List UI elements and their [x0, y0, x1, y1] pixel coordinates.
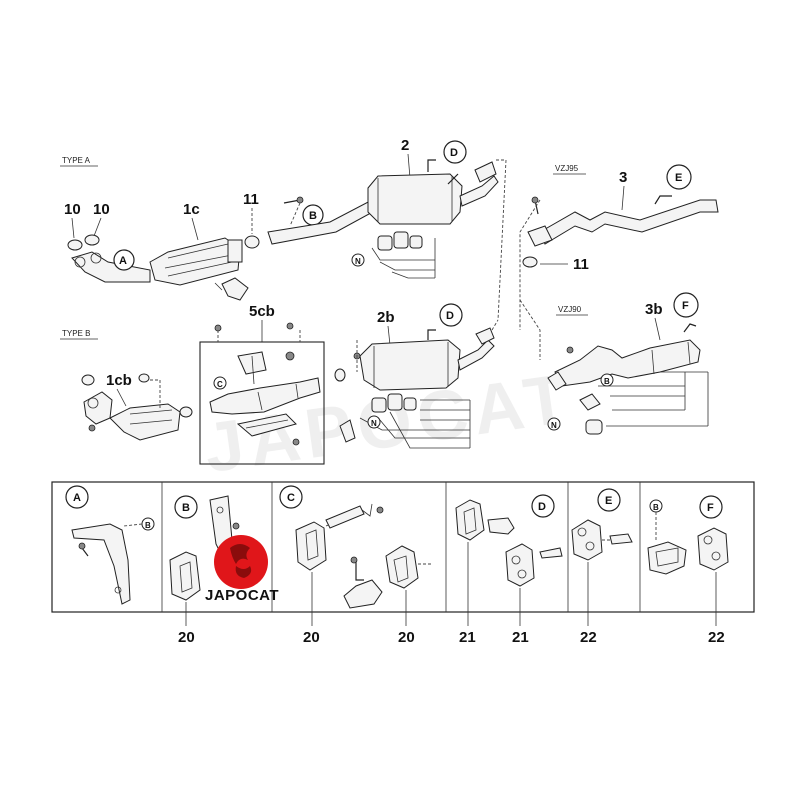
svg-text:D: D: [446, 310, 454, 322]
panel-d-part-21a: 21: [459, 629, 476, 646]
panel-d-letter: D: [531, 494, 555, 518]
assembly-box-5cb: [199, 341, 325, 465]
panel-b-letter: B: [174, 495, 198, 519]
callout-e-top: E: [666, 164, 692, 190]
svg-text:D: D: [538, 501, 546, 513]
callout-d-mid: D: [439, 303, 463, 327]
svg-text:F: F: [707, 502, 714, 514]
tail-muffler-3b: [554, 339, 701, 387]
catalytic-converter-1c: [149, 237, 241, 286]
svg-text:E: E: [605, 495, 612, 507]
bottom-panel-frame: [51, 481, 755, 613]
panel-c-rubber-hanger-1: [295, 521, 327, 571]
part-number-11a: 11: [243, 191, 259, 208]
panel-b-part-20: 20: [178, 629, 195, 646]
svg-text:N: N: [355, 257, 361, 266]
svg-text:D: D: [450, 147, 458, 159]
svg-text:N: N: [371, 419, 377, 428]
part-number-3b: 3b: [645, 301, 663, 318]
panel-a-callout-b: B: [141, 517, 155, 531]
svg-text:A: A: [73, 492, 81, 504]
vzj90-label: VZJ90: [558, 305, 582, 314]
panel-c-rubber-hanger-2: [385, 545, 419, 589]
svg-text:A: A: [119, 255, 127, 267]
part-number-2b: 2b: [377, 309, 395, 326]
panel-f-rubber-hanger: [697, 527, 729, 571]
type-b-label: TYPE B: [62, 329, 90, 338]
part-number-10b: 10: [93, 201, 110, 218]
panel-a-bracket: [71, 523, 131, 605]
svg-text:B: B: [653, 503, 659, 512]
gasket-10a: [67, 239, 83, 251]
part-number-11b: 11: [573, 256, 589, 273]
catalytic-converter-1cb: [109, 403, 181, 441]
part-number-1c: 1c: [183, 201, 200, 218]
muffler-2b: [359, 339, 461, 391]
svg-text:C: C: [217, 380, 223, 389]
part-number-2: 2: [401, 137, 409, 154]
callout-b-mid: B: [600, 373, 614, 387]
part-number-5cb: 5cb: [249, 303, 275, 320]
panel-f-letter: F: [699, 495, 723, 519]
front-pipe-a: [71, 251, 151, 283]
front-pipe-b: [83, 391, 113, 425]
tail-pipe-3: [539, 199, 719, 245]
panel-f-callout-b: B: [649, 499, 663, 513]
callout-c-box: C: [213, 376, 227, 390]
type-a-label: TYPE A: [62, 156, 91, 165]
callout-n-mid: N: [367, 415, 381, 429]
svg-text:B: B: [309, 210, 317, 222]
svg-text:F: F: [682, 300, 689, 312]
panel-a-letter: A: [65, 485, 89, 509]
callout-f-top: F: [673, 292, 699, 318]
svg-text:B: B: [145, 521, 151, 530]
gasket-11b: [522, 256, 538, 268]
panel-f-bracket: [647, 541, 687, 575]
panel-b-rubber-hanger: [169, 551, 201, 601]
catalytic-converter-5cb: [209, 377, 321, 415]
panel-d-rubber-hanger-2: [505, 543, 535, 587]
panel-c-letter: C: [279, 485, 303, 509]
callout-b-top: B: [302, 204, 324, 226]
muffler-2: [367, 173, 463, 225]
panel-c-part-20a: 20: [303, 629, 320, 646]
panel-e-rubber-hanger: [571, 519, 603, 561]
vzj95-label: VZJ95: [555, 164, 579, 173]
svg-text:N: N: [551, 421, 557, 430]
panel-f-part-22: 22: [708, 629, 725, 646]
gasket-11a: [244, 235, 260, 249]
center-pipe-a: [267, 199, 381, 245]
gasket-10b: [84, 234, 100, 246]
svg-text:C: C: [287, 492, 295, 504]
svg-text:JAPOCAT: JAPOCAT: [205, 587, 279, 604]
svg-text:B: B: [182, 502, 190, 514]
part-number-10a: 10: [64, 201, 81, 218]
callout-a-top: A: [113, 249, 135, 271]
svg-text:B: B: [604, 377, 610, 386]
panel-e-letter: E: [597, 488, 621, 512]
panel-e-part-22: 22: [580, 629, 597, 646]
japocat-logo: JAPOCAT: [205, 535, 279, 604]
callout-n-top: N: [351, 253, 365, 267]
callout-n-right: N: [547, 417, 561, 431]
panel-d-part-21b: 21: [512, 629, 529, 646]
part-number-3: 3: [619, 169, 627, 186]
panel-d-rubber-hanger-1: [455, 499, 485, 541]
callout-d-top: D: [443, 140, 467, 164]
panel-c-bracket: [343, 579, 383, 609]
panel-c-part-20b: 20: [398, 629, 415, 646]
svg-text:E: E: [675, 172, 682, 184]
part-number-1cb: 1cb: [106, 372, 132, 389]
